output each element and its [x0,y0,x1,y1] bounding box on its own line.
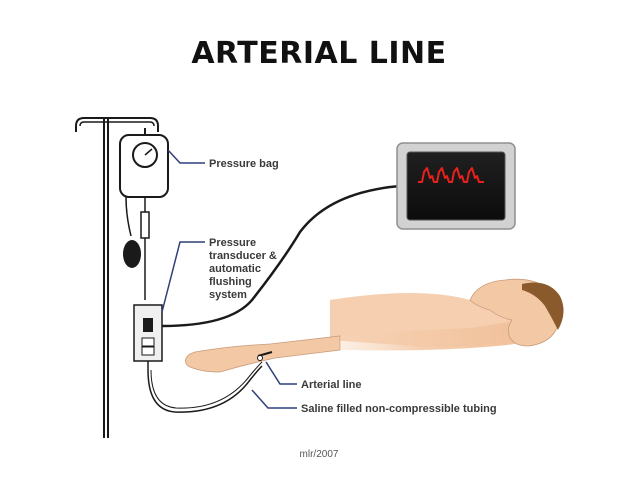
pressure-bag [119,128,169,300]
patient [185,278,564,373]
pressure-transducer [133,304,163,370]
transducer-label-line-1: Pressure [209,237,256,249]
monitor-cable [161,184,401,328]
tubing-label: Saline filled non-compressible tubing [301,403,497,415]
arterial-waveform [418,167,484,183]
iv-pole [75,117,159,438]
pressure-bag-label: Pressure bag [209,158,279,170]
arterial-line-leader [265,361,297,385]
transducer-label-line-2: transducer & [209,250,277,262]
inflation-bulb [123,240,141,268]
transducer-label-line-3: automatic [209,263,261,275]
page-title: ARTERIAL LINE [191,36,447,71]
monitor [396,142,516,230]
saline-tubing [147,365,263,413]
transducer-leader [161,241,205,313]
transducer-label-line-4: flushing [209,276,252,288]
drip-chamber [140,211,150,239]
transducer-label-line-5: system [209,289,247,301]
tubing-leader [251,389,297,409]
pressure-bag-leader [167,149,205,164]
hair [522,282,564,330]
footer-credit: mlr/2007 [299,449,339,460]
arterial-line-label: Arterial line [301,379,362,391]
